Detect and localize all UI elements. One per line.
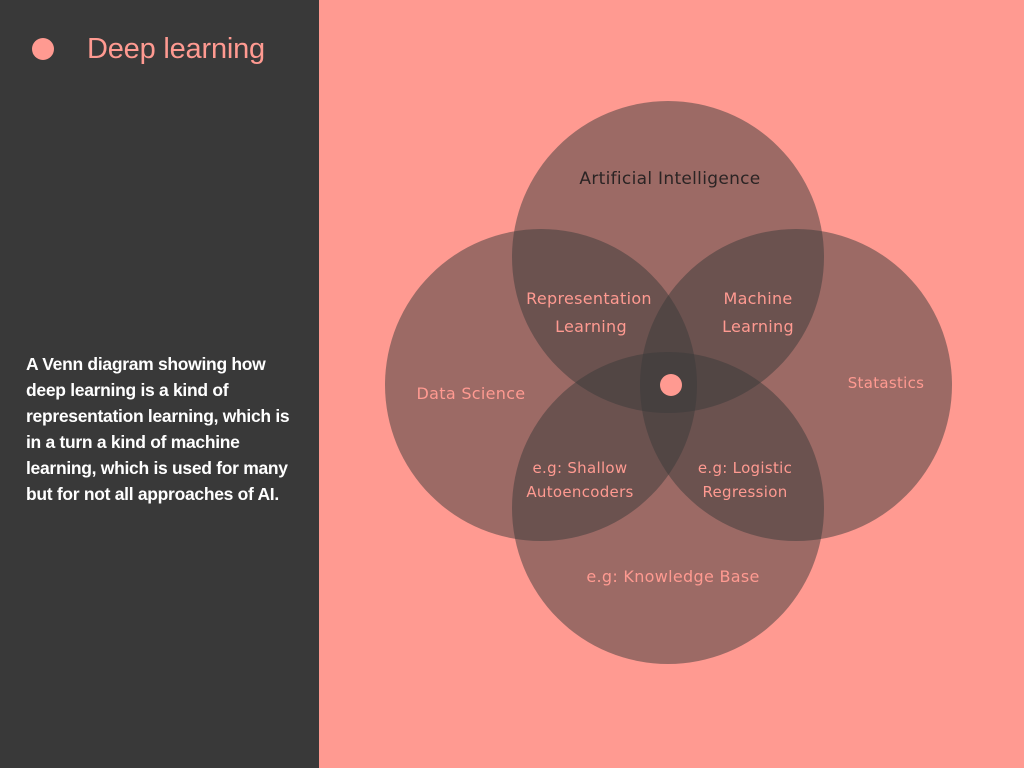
label-data-science: Data Science [416, 384, 526, 403]
label-artificial-intelligence: Artificial Intelligence [579, 169, 761, 189]
label-representation-learning: Learning [555, 317, 627, 336]
label-shallow: e.g: Shallow [532, 459, 628, 477]
label-logistic: e.g: Logistic [697, 459, 793, 477]
title-row: Deep learning [32, 30, 265, 68]
label-machine-learning: Learning [722, 317, 794, 336]
label-machine: Machine [723, 289, 793, 308]
deep-learning-dot-icon [660, 374, 682, 396]
label-statistics: Statastics [847, 374, 925, 392]
label-knowledge-base: e.g: Knowledge Base [586, 567, 760, 586]
description-text: A Venn diagram showing how deep learning… [26, 354, 290, 504]
sidebar: Deep learning A Venn diagram showing how… [0, 0, 319, 768]
circle-knowledge-base [512, 352, 824, 664]
label-autoencoders: Autoencoders [526, 483, 634, 501]
bullet-dot-icon [32, 38, 54, 60]
label-regression: Regression [702, 483, 788, 501]
page-title: Deep learning [87, 33, 265, 65]
label-representation: Representation [526, 289, 652, 308]
